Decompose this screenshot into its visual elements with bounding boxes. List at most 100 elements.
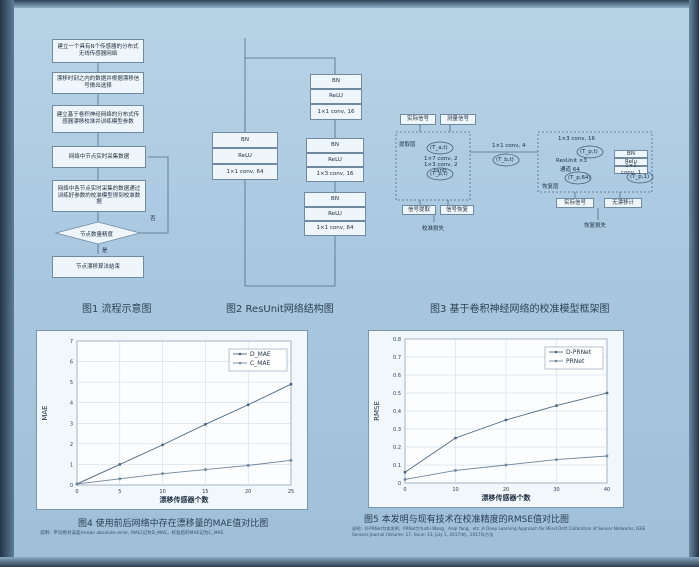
figure3-caption: 图3 基于卷积神经网络的校准模型框架图 xyxy=(430,304,610,315)
x-tick-label: 5 xyxy=(118,489,121,495)
data-point-D_MAE xyxy=(204,422,207,426)
calib-resunit: ResUnit ×3 xyxy=(556,158,587,164)
calib-conv3: 1×1 conv, 4 xyxy=(492,143,526,149)
calib-measured-signal: 测量信号 xyxy=(440,114,476,125)
resunit-top-relu: ReLU xyxy=(310,89,362,104)
legend-box xyxy=(544,346,604,370)
x-tick-label: 30 xyxy=(553,487,559,493)
data-point-PRNet xyxy=(454,469,457,472)
calib-t5: (T_p,64) xyxy=(568,175,591,181)
calib-real-signal: 实际信号 xyxy=(556,198,594,208)
resunit-mid-relu: ReLU xyxy=(306,153,364,167)
calib-signal-recover: 信号恢复 xyxy=(440,205,474,215)
data-point-C_MAE xyxy=(161,472,164,476)
series-line-C_MAE xyxy=(76,459,292,485)
calib-bn: BN xyxy=(614,150,648,158)
x-axis-label: 漂移传感器个数 xyxy=(481,493,532,502)
frame-top xyxy=(0,0,699,8)
data-point-D-PRNet xyxy=(403,470,407,474)
calib-conv4: 1×3 conv, 16 xyxy=(558,136,595,142)
y-tick-label: 0 xyxy=(398,481,401,487)
legend-marker xyxy=(238,352,242,356)
flow-step-5: 网络中各节点实时采集的数据通过训练好参数的校准模型得到校准数据 xyxy=(52,180,146,212)
y-tick-label: 4 xyxy=(70,401,73,407)
frame-left xyxy=(0,0,14,567)
calib-t4: (T_p,t) xyxy=(580,149,598,155)
flow-step-2: 漂移时刻之内的数据并根据漂移信号做出选择 xyxy=(52,72,144,94)
resunit-mid-conv: 1×3 conv, 16 xyxy=(306,167,364,182)
y-tick-label: 3 xyxy=(70,421,73,427)
data-point-D-PRNet xyxy=(555,404,558,407)
calib-tanh: tanh xyxy=(434,168,447,174)
figure4-caption: 图4 使用前后网络中存在漂移量的MAE值对比图 xyxy=(78,519,269,529)
y-tick-label: 7 xyxy=(70,339,73,345)
legend-label: C_MAE xyxy=(250,360,270,367)
legend-marker xyxy=(554,359,558,363)
x-tick-label: 10 xyxy=(159,489,165,495)
resunit-left-bn: BN xyxy=(212,132,278,148)
resunit-bot-conv: 1×1 conv, 64 xyxy=(304,221,366,236)
y-tick-label: 0.3 xyxy=(393,427,401,433)
x-tick-label: 10 xyxy=(452,487,458,493)
flow-step-4: 网络中节点实时采集数据 xyxy=(52,146,146,168)
legend-marker xyxy=(554,350,558,354)
y-axis-label: RMSE xyxy=(373,401,381,421)
calib-relu: Relu xyxy=(614,158,648,166)
legend-box xyxy=(228,348,288,372)
resunit-bot-bn: BN xyxy=(304,192,366,207)
decision-label: 节点数量精度 xyxy=(80,232,114,238)
resunit-left-conv: 1×1 conv, 64 xyxy=(212,164,278,180)
resunit-left-relu: ReLU xyxy=(212,148,278,164)
legend-label: PRNet xyxy=(566,358,585,365)
data-point-C_MAE xyxy=(204,468,207,471)
decision-diamond xyxy=(54,221,142,245)
calib-pool: 通道 64 xyxy=(560,167,580,173)
legend-label: D_MAE xyxy=(250,351,271,358)
legend-label: D-PRNet xyxy=(566,349,592,356)
calib-signal-extract: 信号提取 xyxy=(402,205,436,215)
x-tick-label: 15 xyxy=(202,489,208,495)
x-tick-label: 25 xyxy=(288,489,294,495)
y-tick-label: 0.5 xyxy=(393,391,401,397)
data-point-C_MAE xyxy=(246,464,250,467)
data-point-PRNet xyxy=(605,454,609,458)
calib-actual-signal: 实际信号 xyxy=(400,114,436,125)
figure5-caption: 图5 本发明与现有技术在校准精度的RMSE值对比图 xyxy=(364,515,570,525)
data-point-PRNet xyxy=(504,463,508,467)
data-point-C_MAE xyxy=(75,482,79,486)
y-tick-label: 0.6 xyxy=(393,373,401,379)
calib-no-drift: 无漂移计 xyxy=(604,198,642,208)
x-tick-label: 20 xyxy=(245,489,251,495)
calib-extract-layer: 提取层 xyxy=(399,142,416,148)
calib-loss2: 恢复损失 xyxy=(584,223,607,229)
data-point-PRNet xyxy=(555,458,558,461)
data-point-D-PRNet xyxy=(605,391,609,395)
frame-bottom xyxy=(0,557,699,567)
data-point-D_MAE xyxy=(118,463,122,466)
decision-no: 否 xyxy=(150,216,156,222)
figure4-note: 说明：平均绝对误差(mean absolute error, MAE)记为D_M… xyxy=(40,531,224,536)
y-axis-label: MAE xyxy=(41,405,49,420)
decision-yes: 是 xyxy=(102,248,108,254)
series-line-D_MAE xyxy=(76,383,292,485)
flow-step-1: 建立一个具有N个传感器的分布式无线传感器网络 xyxy=(52,39,144,63)
data-point-C_MAE xyxy=(118,477,122,481)
data-point-D_MAE xyxy=(161,443,164,447)
y-tick-label: 2 xyxy=(70,442,73,448)
calib-recover-layer: 恢复层 xyxy=(542,184,559,190)
flow-step-3: 建立基于卷积神经网络的分布式传感器漂移校准并训练模型参数 xyxy=(52,105,144,133)
y-tick-label: 0.4 xyxy=(393,409,401,415)
data-point-D-PRNet xyxy=(504,418,508,422)
x-tick-label: 20 xyxy=(503,487,509,493)
calib-t6: (T_p,1) xyxy=(630,174,650,180)
calib-t3: (T_b,t) xyxy=(496,157,514,163)
x-tick-label: 40 xyxy=(604,487,610,493)
resunit-bot-relu: ReLU xyxy=(304,207,366,221)
calib-t2: (T_p,t) xyxy=(430,171,448,177)
